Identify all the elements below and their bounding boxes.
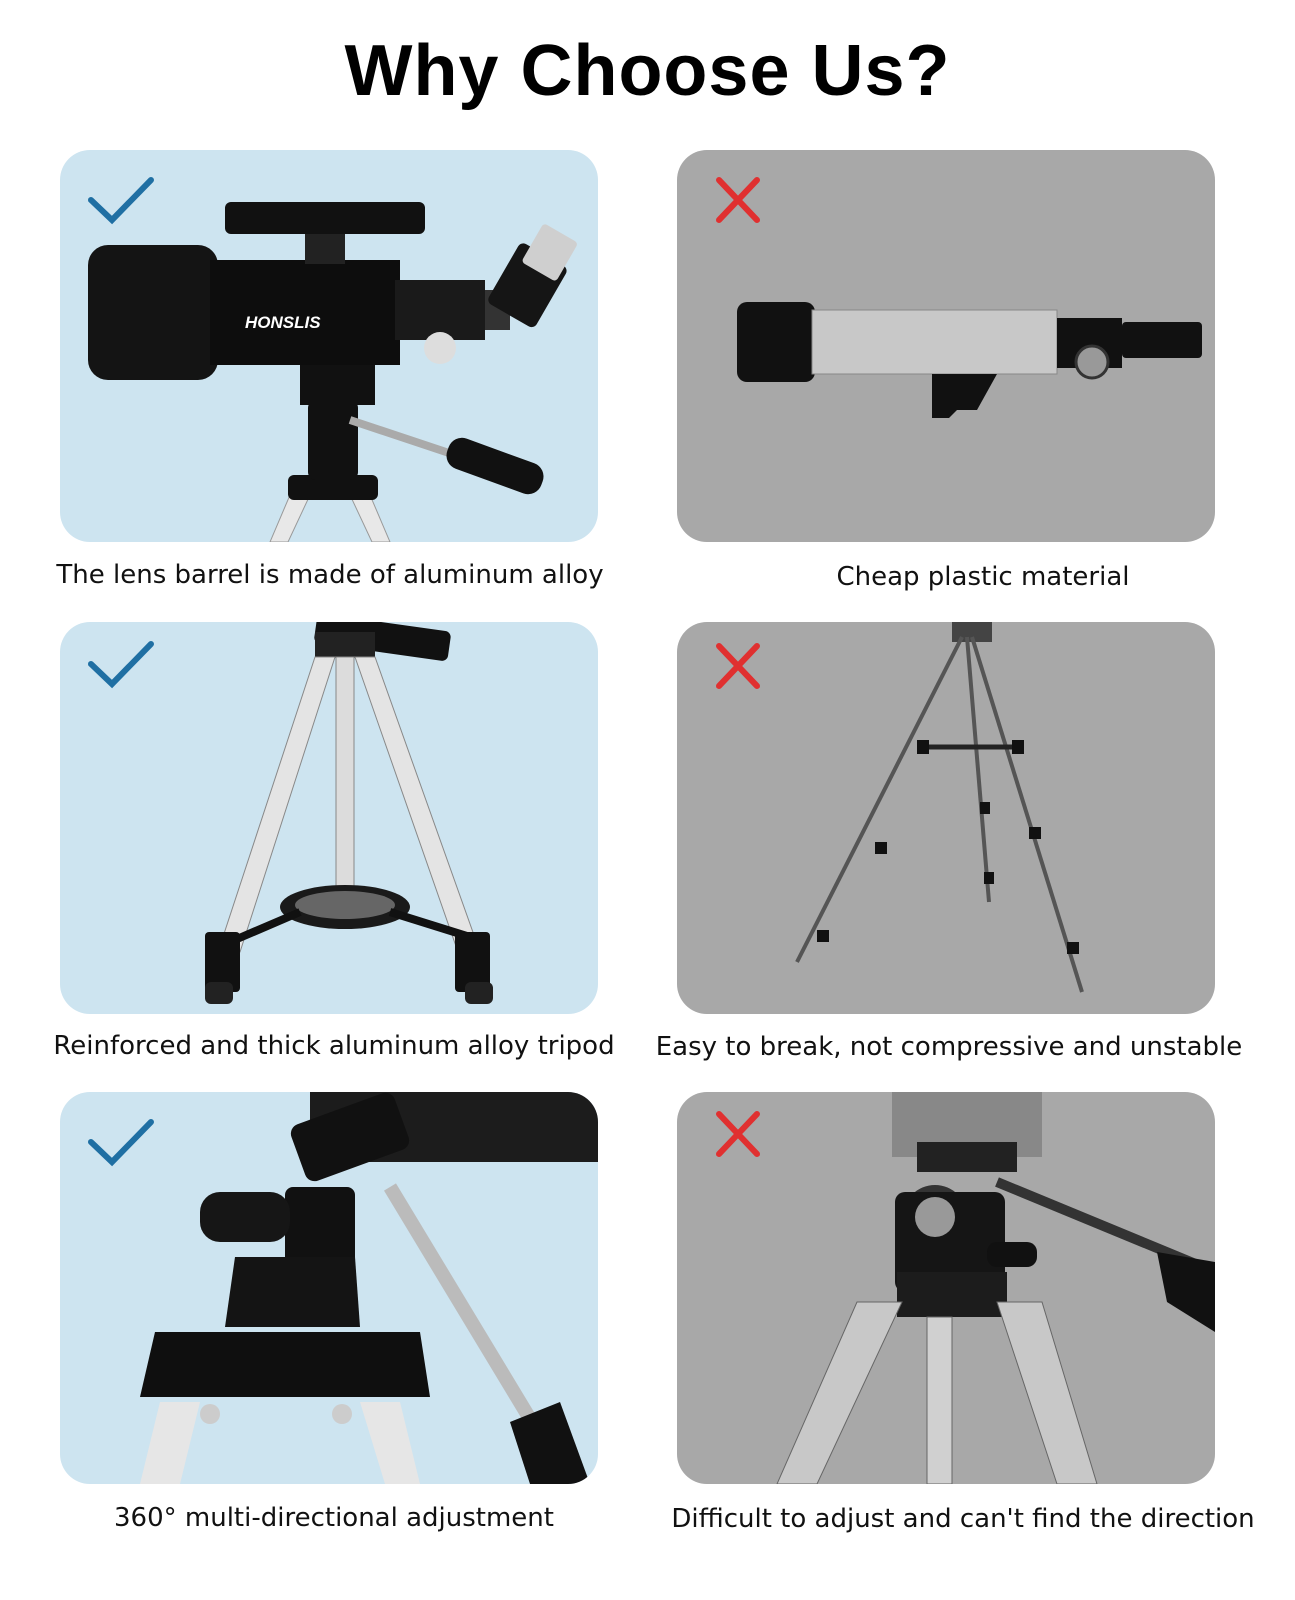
brand-label: HONSLIS — [245, 313, 321, 332]
check-icon — [88, 1119, 154, 1167]
good-caption-tripod: Reinforced and thick aluminum alloy trip… — [53, 1031, 615, 1061]
bad-panel-tripod — [677, 622, 1215, 1014]
cross-icon — [716, 177, 760, 223]
good-caption-barrel: The lens barrel is made of aluminum allo… — [56, 560, 604, 590]
good-panel-adjustment — [60, 1092, 598, 1484]
bad-caption-barrel: Cheap plastic material — [836, 562, 1130, 592]
check-icon — [88, 177, 154, 225]
good-panel-tripod — [60, 622, 598, 1014]
cross-icon — [716, 643, 760, 689]
bad-panel-barrel — [677, 150, 1215, 542]
cheap-mount-image — [776, 1092, 1215, 1484]
mount-closeup-image — [140, 1092, 598, 1484]
bad-panel-adjustment — [677, 1092, 1215, 1484]
good-caption-adjustment: 360° multi-directional adjustment — [114, 1503, 554, 1533]
bad-caption-adjustment: Difficult to adjust and can't find the d… — [671, 1504, 1255, 1534]
tripod-image — [205, 622, 493, 1004]
check-icon — [88, 641, 154, 689]
good-panel-barrel: HONSLIS — [60, 150, 598, 542]
cheap-tripod-image — [795, 622, 1084, 993]
bad-caption-tripod: Easy to break, not compressive and unsta… — [655, 1032, 1243, 1062]
cross-icon — [716, 1111, 760, 1157]
cheap-telescope-image — [737, 302, 1202, 418]
telescope-image: HONSLIS — [88, 202, 577, 542]
page-title: Why Choose Us? — [344, 31, 951, 111]
